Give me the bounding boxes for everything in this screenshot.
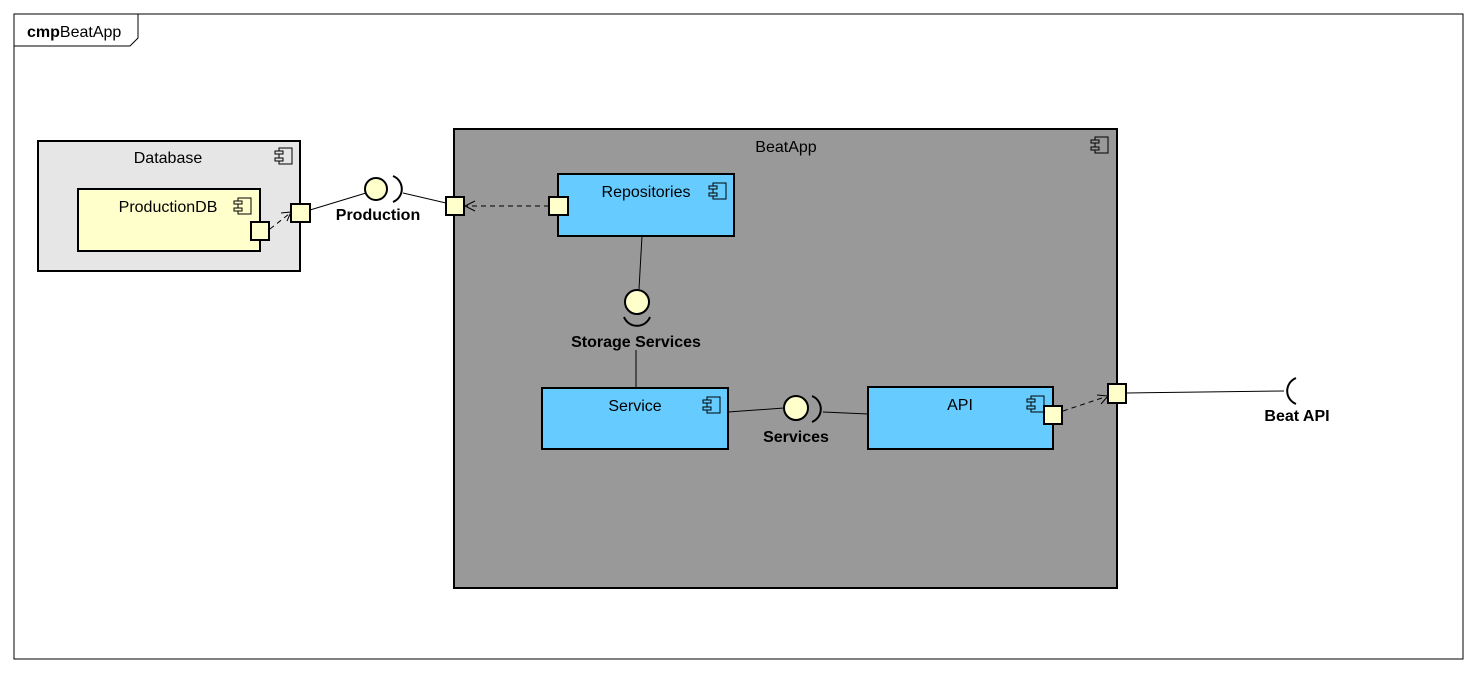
beatapp-label: BeatApp (755, 139, 816, 156)
provided-interface-icon (364, 177, 388, 201)
component-icon (708, 182, 727, 200)
provided-interface-icon (783, 395, 809, 421)
interface-beat-api[interactable]: Beat API (1264, 377, 1330, 425)
assembly-connector (727, 407, 785, 413)
frame-name: BeatApp (60, 24, 121, 41)
production-db-component[interactable]: ProductionDB (77, 188, 261, 252)
assembly-connector (638, 235, 643, 290)
service-label: Service (608, 398, 661, 415)
database-port[interactable] (290, 203, 311, 223)
assembly-connector (309, 192, 367, 211)
required-interface-icon (811, 395, 822, 423)
service-component[interactable]: Service (541, 387, 729, 450)
assembly-connector (1126, 390, 1285, 394)
required-interface-icon (392, 175, 403, 203)
frame-title: cmpBeatApp (27, 24, 121, 41)
api-label: API (947, 397, 973, 414)
production-label: Production (336, 207, 420, 224)
beatapp-api-port[interactable] (1107, 383, 1127, 404)
required-interface-icon (623, 316, 651, 327)
component-icon (702, 396, 721, 414)
interface-production[interactable]: Production (336, 175, 420, 224)
assembly-connector (822, 411, 869, 415)
production-db-port[interactable] (250, 221, 270, 241)
component-icon (233, 197, 252, 215)
repositories-port[interactable] (548, 196, 569, 216)
delegation-connector (1062, 396, 1106, 412)
storage-services-label: Storage Services (571, 334, 701, 351)
ports (250, 196, 1127, 425)
interface-services[interactable]: Services (763, 395, 829, 446)
interface-storage-services[interactable]: Storage Services (571, 289, 701, 351)
frame-keyword: cmp (27, 24, 60, 41)
provided-interface-icon (624, 289, 650, 315)
production-db-label: ProductionDB (119, 199, 218, 216)
api-port[interactable] (1043, 405, 1063, 425)
delegation-connector (269, 213, 290, 230)
beatapp-production-port[interactable] (445, 196, 465, 216)
services-label: Services (763, 429, 829, 446)
component-icon (274, 147, 293, 165)
repositories-component[interactable]: Repositories (557, 173, 735, 237)
component-icon (1090, 136, 1109, 154)
component-icon (1026, 395, 1045, 413)
required-interface-icon (1286, 377, 1297, 405)
beat-api-label: Beat API (1264, 408, 1329, 425)
api-component[interactable]: API (867, 386, 1054, 450)
repositories-label: Repositories (602, 184, 691, 201)
assembly-connector (402, 192, 447, 204)
database-label: Database (134, 150, 203, 167)
